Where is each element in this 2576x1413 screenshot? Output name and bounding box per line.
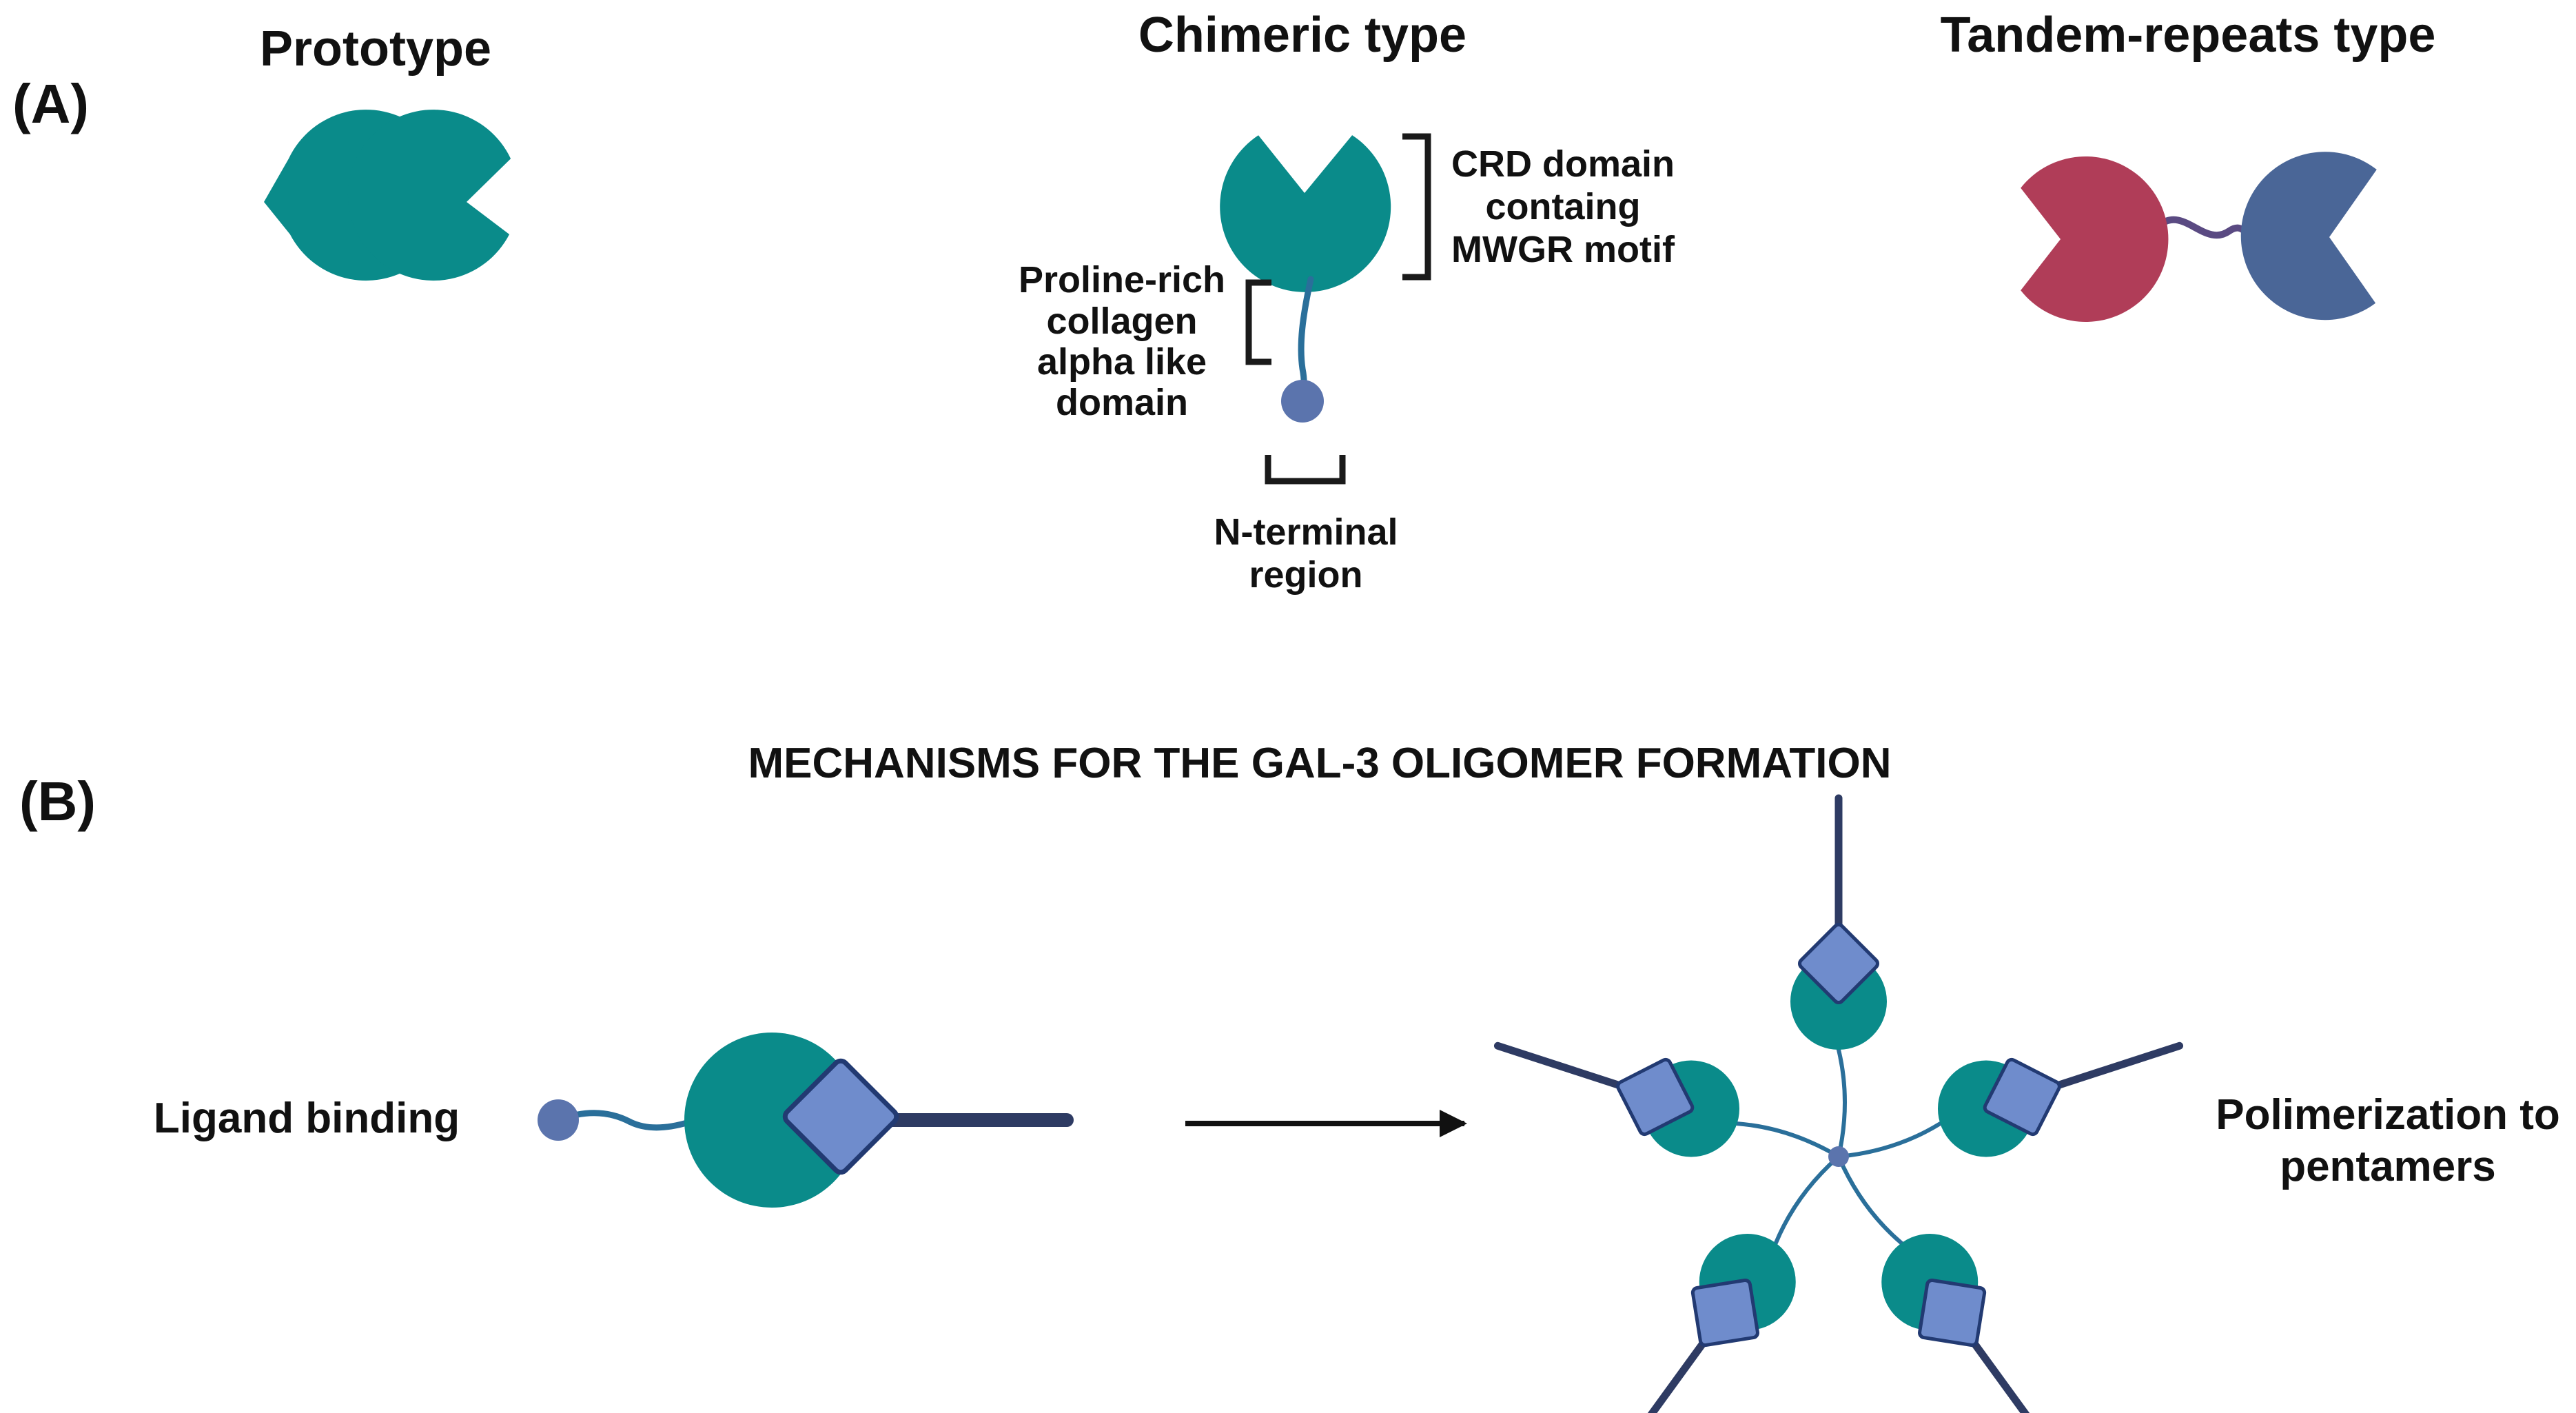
tandem-linker [2158, 216, 2251, 239]
polymerization-label-line-2: pentamers [2280, 1143, 2496, 1190]
n-terminal-dot [1281, 380, 1324, 423]
ligand-bound-monomer [538, 1033, 1074, 1208]
ligand-glycan [782, 1058, 899, 1175]
proline-bracket [1245, 279, 1271, 365]
tandem-title: Tandem-repeats type [1941, 8, 2436, 63]
tandem-repeat-galectin [2021, 152, 2377, 322]
proline-label-line-2: collagen [1046, 301, 1197, 342]
pentamer-glycan [1918, 1278, 1987, 1348]
pentamer-linker [1773, 1155, 1841, 1246]
crd-label-line-1: CRD domain [1451, 143, 1675, 185]
crd-label-line-3: MWGR motif [1451, 229, 1675, 270]
tandem-crd-right [2240, 152, 2377, 321]
n-terminal-annotation: N-terminal region [1214, 511, 1398, 596]
tandem-crd-left [2021, 156, 2169, 322]
ligand-tail-visible [555, 1110, 693, 1131]
pentamer [1493, 794, 2184, 1413]
polymerization-label-line-1: Polimerization to [2216, 1091, 2559, 1139]
pentamer-linker [1837, 1155, 1904, 1246]
proline-label-line-3: alpha like [1037, 341, 1207, 383]
polymerization-annotation: Polimerization to pentamers [2216, 1091, 2559, 1190]
n-terminal-label-line-2: region [1249, 554, 1362, 596]
n-terminal-label-line-1: N-terminal [1214, 511, 1398, 553]
pentamer-glycan [1616, 1057, 1695, 1137]
pentamer-glycan [1690, 1278, 1759, 1348]
proline-label-line-4: domain [1056, 382, 1188, 423]
chimeric-title: Chimeric type [1138, 8, 1466, 63]
pentamer-linker [1735, 1121, 1841, 1159]
panel-a-label: (A) [12, 73, 89, 134]
chimeric-crd [1220, 135, 1391, 292]
ligand-crd [684, 1033, 859, 1208]
chimeric-galectin [1220, 133, 1431, 485]
proline-annotation: Proline-rich collagen alpha like domain [1019, 259, 1225, 423]
ligand-binding-label: Ligand binding [154, 1095, 460, 1142]
panel-b-title: MECHANISMS FOR THE GAL-3 OLIGOMER FORMAT… [748, 740, 1891, 787]
pentamer-linker [1837, 1121, 1943, 1159]
crd-bracket [1402, 133, 1431, 281]
prototype-dimer [264, 110, 511, 281]
n-terminal-bracket [1265, 455, 1346, 485]
pentamer-glycan [1798, 923, 1879, 1004]
prototype-crd-right [347, 110, 511, 281]
proline-label-line-1: Proline-rich [1019, 259, 1225, 301]
pentamer-linker [1837, 1048, 1847, 1159]
panel-b-label: (B) [19, 771, 96, 832]
ligand-n-terminal-dot [538, 1099, 579, 1141]
pentamer-glycan [1983, 1057, 2061, 1137]
crd-label-line-2: containg [1486, 186, 1641, 227]
prototype-title: Prototype [260, 21, 491, 77]
crd-annotation: CRD domain containg MWGR motif [1451, 143, 1675, 270]
pentamer-hub [1828, 1146, 1849, 1167]
